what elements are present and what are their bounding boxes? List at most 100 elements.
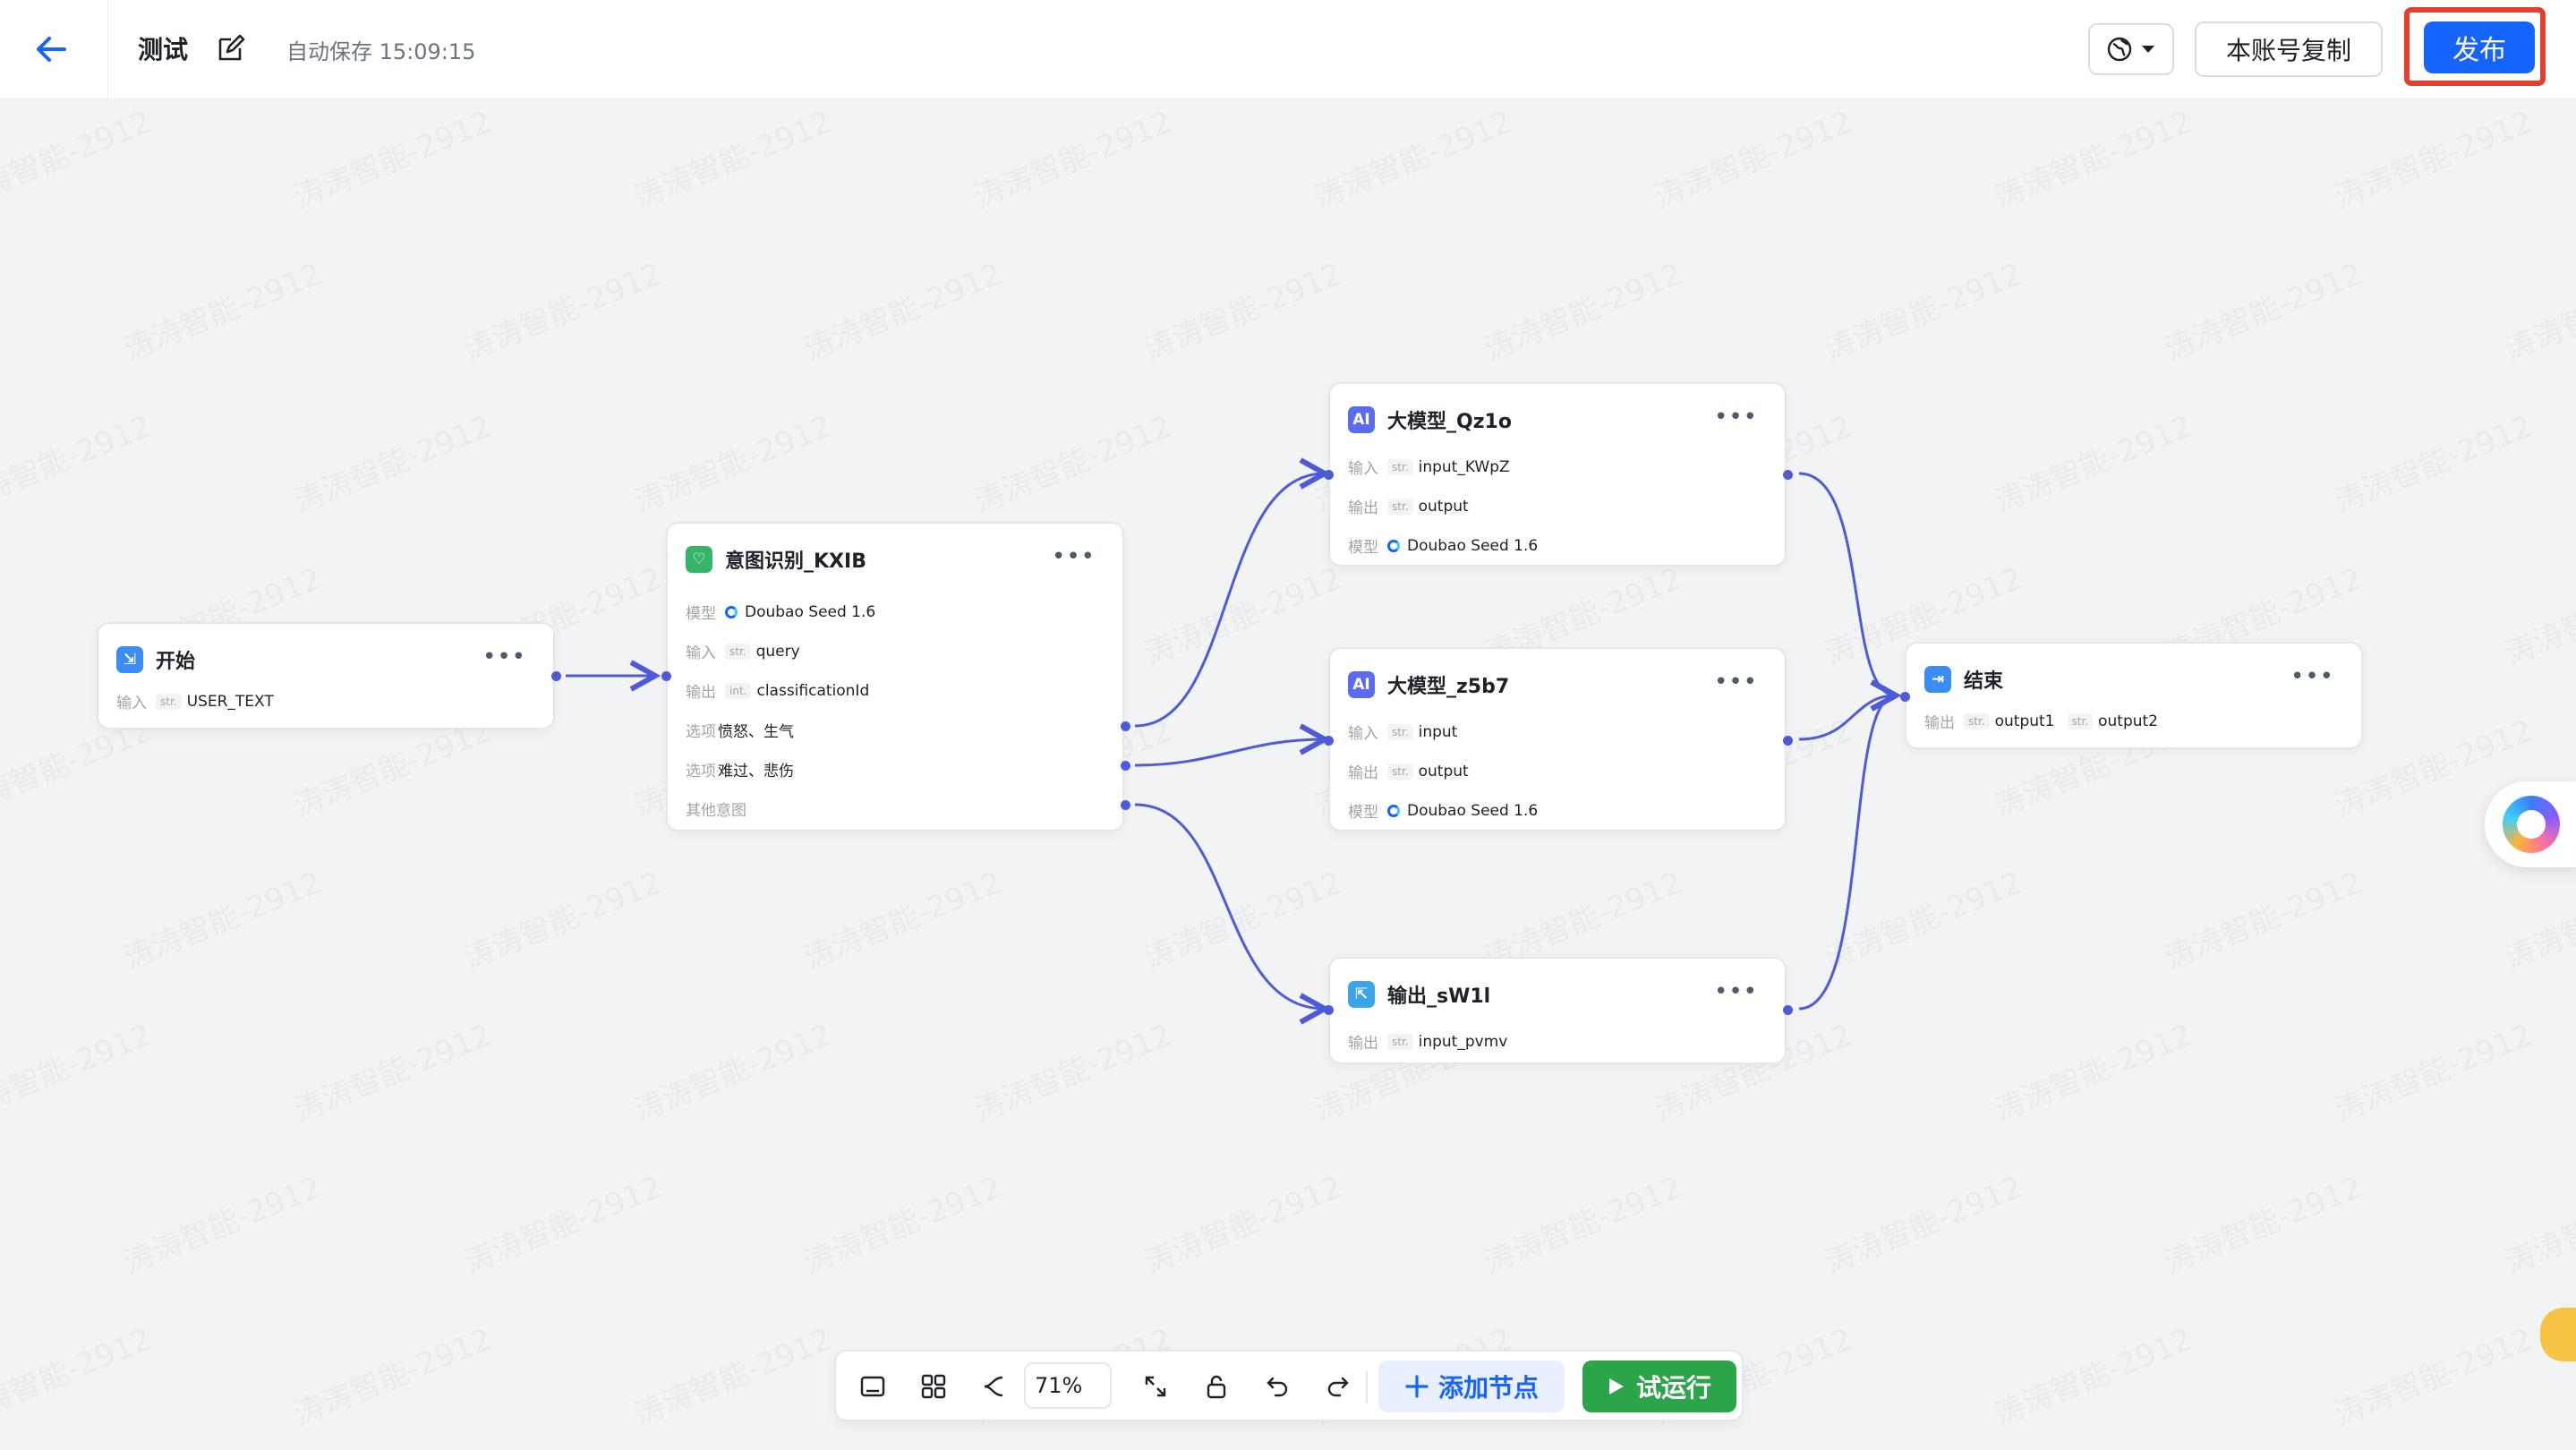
type-tag: str. xyxy=(156,693,182,710)
connector-style-icon[interactable] xyxy=(968,1362,1017,1411)
input-port[interactable] xyxy=(1324,470,1334,480)
edge-intent-llm1 xyxy=(1134,473,1325,728)
llm-node[interactable]: AI 大模型_Qz1o ••• 输入 str. input_KWpZ 输出 st… xyxy=(1324,382,1793,567)
plus-icon xyxy=(1405,1375,1429,1398)
model-logo-icon xyxy=(1387,804,1400,817)
output-port[interactable] xyxy=(1783,1005,1793,1015)
add-node-label: 添加节点 xyxy=(1437,1373,1539,1403)
type-tag: str. xyxy=(1387,763,1413,780)
row-label: 输入 xyxy=(1348,725,1378,743)
toolbar-divider xyxy=(1366,1371,1368,1403)
auto-layout-icon[interactable] xyxy=(909,1362,958,1411)
canvas-toolbar: 71% 添加节点 试运行 xyxy=(834,1350,1744,1421)
minimap-icon[interactable] xyxy=(849,1362,897,1411)
edge-llm1-end xyxy=(1798,472,1896,695)
node-output-row: 输出 str. output xyxy=(1348,760,1469,783)
node-header: AI 大模型_Qz1o ••• xyxy=(1348,402,1767,438)
publish-button[interactable]: 发布 xyxy=(2424,21,2535,73)
row-label: 输出 xyxy=(686,684,716,702)
row-label: 选项 xyxy=(686,723,716,741)
assistant-launcher[interactable] xyxy=(2485,781,2576,867)
mascot-icon[interactable] xyxy=(2540,1308,2576,1361)
row-value: 愤怒、生气 xyxy=(718,723,794,741)
output-port[interactable] xyxy=(1121,800,1130,810)
output-port[interactable] xyxy=(1783,736,1793,746)
input-port[interactable] xyxy=(1324,1005,1334,1015)
language-select[interactable] xyxy=(2088,23,2174,75)
fit-view-icon[interactable] xyxy=(1131,1362,1180,1411)
end-node[interactable]: ⇥ 结束 ••• 输出 str. output1 str. output2 xyxy=(1900,642,2363,749)
row-label: 模型 xyxy=(1348,804,1378,822)
row-value: output xyxy=(1418,497,1469,516)
node-input-row: 输入 str. query xyxy=(686,640,800,663)
node-title: 意图识别_KXIB xyxy=(725,550,866,573)
row-value: Doubao Seed 1.6 xyxy=(1407,801,1539,820)
type-tag: str. xyxy=(1964,712,1990,729)
output-port[interactable] xyxy=(1121,761,1130,771)
more-icon[interactable]: ••• xyxy=(2290,663,2334,690)
node-input-row: 输入 str. input_KWpZ xyxy=(1348,456,1510,479)
type-tag: int. xyxy=(725,682,752,699)
row-label: 其他意图 xyxy=(686,802,746,820)
more-icon[interactable]: ••• xyxy=(1713,404,1758,431)
header-divider xyxy=(107,0,108,98)
row-label: 输出 xyxy=(1348,499,1378,517)
workflow-canvas[interactable]: 涛涛智能-2912涛涛智能-2912涛涛智能-2912涛涛智能-2912涛涛智能… xyxy=(0,99,2576,1450)
node-title: 大模型_Qz1o xyxy=(1387,411,1512,433)
node-title: 大模型_z5b7 xyxy=(1387,676,1510,698)
try-run-button[interactable]: 试运行 xyxy=(1582,1360,1736,1412)
input-port[interactable] xyxy=(661,671,671,681)
more-icon[interactable]: ••• xyxy=(1713,669,1758,695)
node-model-row: 模型 Doubao Seed 1.6 xyxy=(1348,799,1539,823)
node-title: 结束 xyxy=(1964,670,2004,693)
type-tag: str. xyxy=(725,643,751,660)
back-arrow-icon[interactable] xyxy=(27,25,75,73)
row-value: Doubao Seed 1.6 xyxy=(1407,536,1539,555)
edit-title-icon[interactable] xyxy=(215,32,247,64)
model-logo-icon xyxy=(1387,539,1400,552)
output-port[interactable] xyxy=(1121,721,1130,731)
caret-down-icon xyxy=(2142,46,2154,53)
row-label: 输入 xyxy=(116,695,147,712)
more-icon[interactable]: ••• xyxy=(482,644,526,670)
node-title: 开始 xyxy=(156,651,196,673)
output-node[interactable]: ⇱ 输出_sW1l ••• 输出 str. input_pvmv xyxy=(1324,957,1793,1064)
node-header: ⇥ 结束 ••• xyxy=(1924,661,2343,697)
row-value: USER_TEXT xyxy=(186,692,274,711)
node-header: AI 大模型_z5b7 ••• xyxy=(1348,667,1767,703)
node-header: ⇱ 输出_sW1l ••• xyxy=(1348,977,1767,1012)
node-output-row: 输出 str. output xyxy=(1348,495,1469,518)
row-label: 输出 xyxy=(1348,1035,1378,1053)
add-node-button[interactable]: 添加节点 xyxy=(1378,1360,1565,1412)
row-value: output1 xyxy=(1994,712,2055,730)
more-icon[interactable]: ••• xyxy=(1713,978,1758,1005)
intent-node[interactable]: ♡ 意图识别_KXIB ••• 模型 Doubao Seed 1.6 输入 st… xyxy=(661,522,1130,832)
row-label: 输出 xyxy=(1348,764,1378,782)
node-model-row: 模型 Doubao Seed 1.6 xyxy=(1348,534,1539,558)
try-run-label: 试运行 xyxy=(1635,1373,1711,1403)
node-model-row: 模型 Doubao Seed 1.6 xyxy=(686,601,875,624)
copy-to-account-button[interactable]: 本账号复制 xyxy=(2195,21,2383,77)
llm-node[interactable]: AI 大模型_z5b7 ••• 输入 str. input 输出 str. ou… xyxy=(1324,647,1793,832)
output-port[interactable] xyxy=(1783,470,1793,480)
top-bar: 测试 自动保存 15:09:15 本账号复制 发布 xyxy=(0,0,2576,99)
output-icon: ⇱ xyxy=(1348,981,1375,1008)
redo-icon[interactable] xyxy=(1314,1362,1362,1411)
play-icon xyxy=(1608,1378,1624,1395)
node-option-row: 选项 难过、悲伤 xyxy=(686,758,794,780)
undo-icon[interactable] xyxy=(1253,1362,1301,1411)
row-value: output xyxy=(1418,762,1469,780)
node-output-row: 输出 int. classificationId xyxy=(686,679,869,703)
more-icon[interactable]: ••• xyxy=(1051,543,1096,570)
input-port[interactable] xyxy=(1900,692,1910,702)
row-label: 选项 xyxy=(686,763,716,780)
start-node[interactable]: ⇲ 开始 ••• 输入 str. USER_TEXT xyxy=(97,622,561,729)
publish-highlight-box xyxy=(2404,7,2546,86)
input-port[interactable] xyxy=(1324,736,1334,746)
zoom-level[interactable]: 71% xyxy=(1024,1362,1112,1409)
output-port[interactable] xyxy=(551,671,561,681)
node-header: ♡ 意图识别_KXIB ••• xyxy=(686,542,1105,577)
node-input-row: 输入 str. USER_TEXT xyxy=(116,690,274,713)
lock-icon[interactable] xyxy=(1192,1362,1241,1411)
node-other-row: 其他意图 xyxy=(686,798,755,820)
